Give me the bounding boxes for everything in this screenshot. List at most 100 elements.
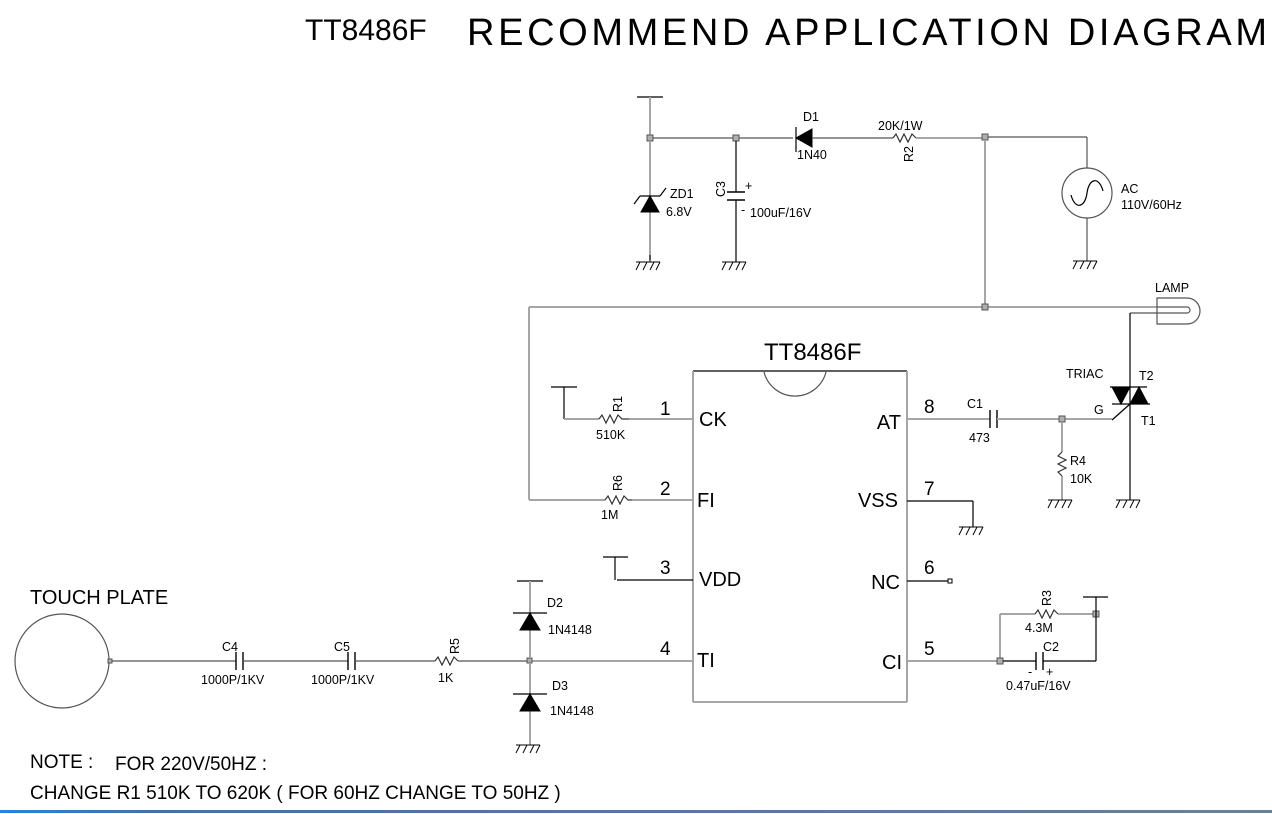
capacitor-c2: C2 - + 0.47uF/16V: [996, 640, 1096, 693]
capacitor-c1: C1 473: [967, 397, 1112, 445]
note-label: NOTE :: [30, 752, 93, 773]
triac-label: TRIAC: [1066, 367, 1104, 381]
d3-ref: D3: [552, 679, 568, 693]
c5-value: 1000P/1KV: [311, 673, 375, 687]
r1-value: 510K: [596, 428, 626, 442]
triac-t2: T2: [1139, 369, 1154, 383]
zd1-ref: ZD1: [670, 187, 694, 201]
ac-value: 110V/60Hz: [1121, 198, 1182, 212]
touch-plate-icon[interactable]: [14, 613, 110, 709]
r2-ref: R2: [902, 146, 916, 162]
c4-value: 1000P/1KV: [201, 673, 265, 687]
junction-node: [981, 303, 989, 311]
r3-value: 4.3M: [1025, 621, 1053, 635]
pin-num-4: 4: [660, 639, 671, 660]
pin-name-nc: NC: [871, 572, 900, 594]
r5-value: 1K: [438, 671, 454, 685]
pin-num-3: 3: [660, 558, 671, 579]
pin-name-vdd: VDD: [699, 569, 741, 591]
lamp-icon: [1156, 297, 1201, 325]
resistor-r4: R4 10K: [1047, 422, 1093, 509]
pin-num-8: 8: [924, 397, 935, 418]
r4-value: 10K: [1070, 472, 1093, 486]
c4-ref: C4: [222, 640, 238, 654]
junction-node: [996, 657, 1004, 665]
c3-minus: -: [741, 203, 745, 217]
ic-tt8486f: TT8486F CK FI VDD TI AT VSS NC CI 1 2 3 …: [530, 339, 1000, 703]
title-text: RECOMMEND APPLICATION DIAGRAM: [467, 12, 1267, 54]
ic-name: TT8486F: [764, 339, 861, 366]
junction-node: [981, 133, 989, 141]
pin-name-ti: TI: [697, 650, 715, 672]
ground-icon: [635, 261, 661, 271]
r5-ref: R5: [448, 638, 462, 654]
touch-input-section: TOUCH PLATE C4 1000P/1KV C5 1000P/1KV R5…: [14, 580, 594, 754]
r4-ref: R4: [1070, 454, 1086, 468]
pin-name-ci: CI: [882, 652, 902, 674]
c1-value: 473: [969, 431, 990, 445]
pin-num-1: 1: [660, 399, 671, 420]
d2-ref: D2: [547, 596, 563, 610]
zd1-value: 6.8V: [666, 205, 692, 219]
note-line-2: CHANGE R1 510K TO 620K ( FOR 60HZ CHANGE…: [30, 783, 561, 804]
pin-num-2: 2: [660, 479, 671, 500]
ic-notch: [763, 371, 827, 397]
resistor-r6: R6 1M: [601, 475, 632, 522]
d1-ref: D1: [803, 110, 819, 124]
d2-value: 1N4148: [548, 623, 592, 637]
resistor-r1: R1 510K: [551, 386, 629, 442]
r1-ref: R1: [611, 396, 625, 412]
c2-ref: C2: [1043, 640, 1059, 654]
c3-value: 100uF/16V: [750, 206, 812, 220]
c3-plus: +: [745, 179, 752, 193]
c5-ref: C5: [334, 640, 350, 654]
nc-pin-terminal: [947, 578, 953, 584]
r3-ref: R3: [1040, 590, 1054, 606]
capacitor-c3: + - C3 100uF/16V: [714, 141, 812, 271]
pin-name-ck: CK: [699, 409, 727, 431]
ac-source: AC 110V/60Hz: [1061, 137, 1182, 270]
power-supply-section: ZD1 6.8V + - C3 100uF/16V D1 1N40: [633, 96, 1182, 307]
triac-t1: T1: [1141, 414, 1156, 428]
c2-plus: +: [1046, 665, 1053, 679]
junction-node: [646, 134, 654, 142]
junction-node: [107, 658, 113, 664]
pin-num-5: 5: [924, 639, 935, 660]
c2-minus: -: [1028, 665, 1032, 679]
triac: TRIAC T2 T1 G: [1066, 313, 1156, 509]
triac-gate: G: [1094, 403, 1104, 417]
junction-node: [526, 657, 533, 664]
diode-d1: D1 1N40: [794, 110, 893, 162]
d3-value: 1N4148: [550, 704, 594, 718]
pin-name-at: AT: [877, 412, 901, 434]
pin-num-7: 7: [924, 479, 935, 500]
ac-ref: AC: [1121, 182, 1138, 196]
junction-node: [1058, 415, 1066, 423]
ground-icon: [721, 261, 747, 271]
ground-icon: [1115, 499, 1141, 509]
c1-ref: C1: [967, 397, 983, 411]
pin-num-6: 6: [924, 558, 935, 579]
resistor-r3: R3 4.3M: [999, 590, 1108, 661]
r6-ref: R6: [611, 475, 625, 491]
c2-value: 0.47uF/16V: [1006, 679, 1071, 693]
r2-value: 20K/1W: [878, 119, 923, 133]
d1-value: 1N40: [797, 148, 827, 162]
bottom-divider: [0, 810, 1272, 813]
junction-node: [732, 134, 740, 142]
note-section: NOTE : FOR 220V/50HZ : CHANGE R1 510K TO…: [30, 752, 561, 804]
lamp-label: LAMP: [1155, 281, 1189, 295]
pin-name-fi: FI: [697, 490, 715, 512]
zener-diode-zd1: ZD1 6.8V: [633, 141, 694, 271]
c3-ref: C3: [714, 181, 728, 197]
touch-plate-label: TOUCH PLATE: [30, 587, 168, 609]
pin-name-vss: VSS: [858, 490, 898, 512]
ground-icon: [1072, 260, 1098, 270]
ground-icon: [958, 526, 984, 536]
ground-icon: [1047, 499, 1073, 509]
ground-icon: [515, 744, 541, 754]
title-part-number: TT8486F: [305, 14, 427, 47]
lamp: LAMP: [1130, 281, 1201, 325]
resistor-r2: 20K/1W R2: [878, 119, 985, 162]
